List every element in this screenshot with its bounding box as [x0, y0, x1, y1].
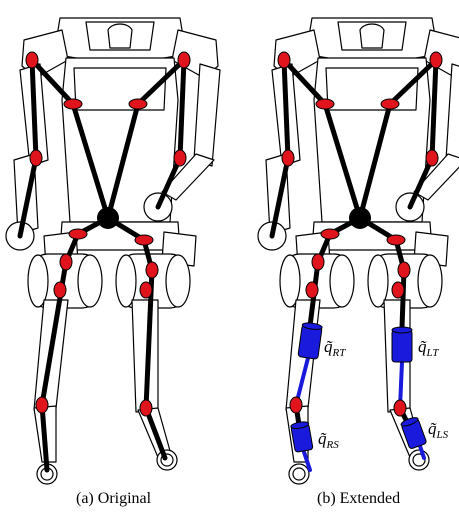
caption-original: (a) Original [76, 490, 151, 508]
panel-original [6, 18, 220, 484]
label-q-ls: q̃LS [428, 419, 449, 441]
label-q-lt: q̃LT [418, 337, 439, 359]
label-q-rs: q̃RS [318, 429, 339, 451]
robot-outline-original [6, 18, 220, 484]
caption-extended: (b) Extended [317, 490, 400, 508]
actuator-lt [392, 327, 412, 362]
robot-outline-extended [258, 18, 459, 484]
actuator-rt [298, 322, 323, 359]
pelvis-node-extended [349, 207, 371, 229]
panel-extended: q̃RT q̃LT q̃RS q̃LS [258, 18, 459, 484]
label-q-rt: q̃RT [324, 337, 346, 359]
pelvis-node [97, 207, 119, 229]
